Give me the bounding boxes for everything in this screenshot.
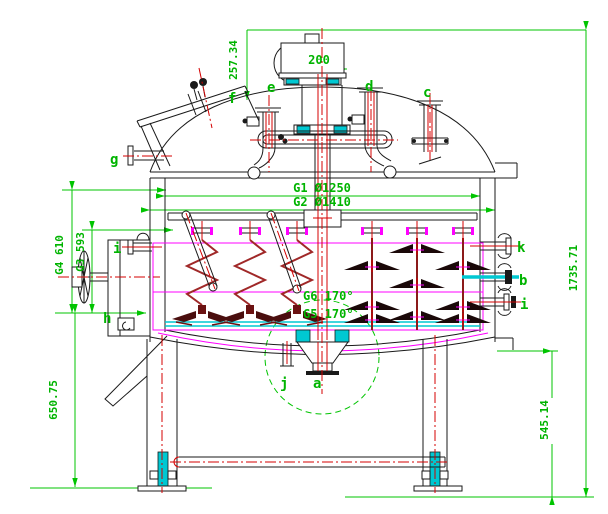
sample-rail-f xyxy=(136,78,260,171)
label-k: k xyxy=(517,240,526,256)
label-c: c xyxy=(423,85,431,101)
motor-assembly xyxy=(273,33,351,135)
motor-base-plate xyxy=(278,72,347,79)
dim-545-text: 545.14 xyxy=(538,400,551,440)
label-b: b xyxy=(519,273,527,289)
nozzle-j xyxy=(280,343,294,367)
turbine-agitators xyxy=(343,220,492,330)
nozzle-e-flange xyxy=(255,107,281,113)
dip-tubes xyxy=(181,210,302,294)
dim-g2-text: G2 Ø1410 xyxy=(293,195,351,209)
dim-g6-text: G6 170° xyxy=(303,289,354,303)
label-i-left: i xyxy=(113,241,121,257)
label-h: h xyxy=(103,311,111,327)
label-g: g xyxy=(110,152,118,168)
nozzle-i-left xyxy=(133,242,152,252)
dim-g1-text: G1 Ø1250 xyxy=(293,181,351,195)
label-a: a xyxy=(313,376,321,392)
dim-1735-text: 1735.71 xyxy=(567,244,580,291)
nozzle-h xyxy=(117,317,135,331)
nozzle-k xyxy=(480,241,506,251)
motor-lift-lug xyxy=(304,33,320,44)
motor-flange xyxy=(283,77,342,86)
label-e: e xyxy=(267,80,275,96)
dim-200-text: 200 xyxy=(308,53,330,67)
bottom-clearance-circle xyxy=(264,299,380,415)
dim-650-text: 650.75 xyxy=(47,380,60,420)
label-j: j xyxy=(280,376,288,392)
dimension-lines xyxy=(30,21,594,505)
dim-g5-text: G5 170° xyxy=(303,307,354,321)
nozzle-mark-letters: a b c d e f g h i i j k xyxy=(103,79,528,392)
leg-brace xyxy=(104,335,168,407)
bottom-outlet xyxy=(280,329,350,375)
nozzle-d-pipe xyxy=(364,92,378,146)
dim-257-text: 257.34 xyxy=(227,40,240,80)
right-base-plate xyxy=(413,485,463,492)
spray-ball-right xyxy=(383,165,397,179)
nozzle-i-right xyxy=(480,297,506,307)
drive-stand xyxy=(301,85,343,125)
left-foot-screw xyxy=(157,451,169,487)
dim-g4-text: G4 610 xyxy=(53,235,66,275)
nozzle-b xyxy=(480,272,505,282)
label-f: f xyxy=(228,91,236,107)
dim-g3-text: G3 593 xyxy=(74,232,87,272)
centerlines xyxy=(58,28,521,493)
spray-ball-left xyxy=(247,166,261,180)
label-d: d xyxy=(365,79,373,95)
dimension-texts: 257.34 200 G1 Ø1250 G2 Ø1410 G4 610 G3 5… xyxy=(47,40,580,440)
label-i-right: i xyxy=(520,297,528,313)
